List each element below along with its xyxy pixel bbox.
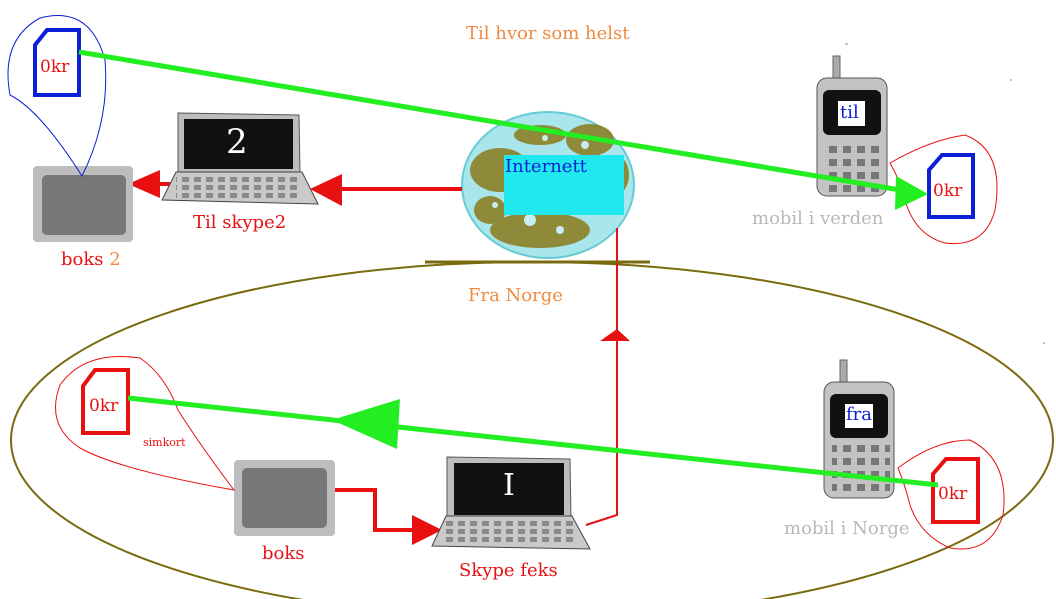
laptop-top-label: Til skype2 <box>193 212 287 233</box>
laptop-bottom <box>431 456 591 550</box>
box-bottom <box>234 460 335 536</box>
box-top-label-text: boks <box>61 249 104 270</box>
sim-bottom-left-label: 0kr <box>89 396 119 416</box>
mobile-norway-label: mobil i Norge <box>784 518 910 539</box>
stray-marks <box>425 43 1045 344</box>
phone-bottom-screen: fra <box>846 404 872 425</box>
sim-callout-top-left <box>7 15 107 178</box>
box-top-label-num: 2 <box>109 249 121 270</box>
norway-ellipse <box>10 261 1054 599</box>
simkort-label: simkort <box>143 436 186 449</box>
sim-top-left-label: 0kr <box>40 57 70 77</box>
box-top <box>33 166 133 242</box>
laptop-bottom-label: Skype feks <box>459 560 558 581</box>
sim-top-right-label: 0kr <box>933 181 963 201</box>
laptop-bottom-screen: I <box>503 468 515 503</box>
red-connections <box>128 170 630 545</box>
box-top-label: boks 2 <box>61 250 121 270</box>
fra-norge-label: Fra Norge <box>468 285 563 306</box>
box-bottom-label: boks <box>262 543 305 564</box>
phone-bottom <box>823 359 895 499</box>
sim-card-top-left <box>33 28 81 97</box>
laptop-top <box>161 112 319 205</box>
phone-top <box>816 55 888 197</box>
mobile-world-label: mobil i verden <box>752 208 884 229</box>
internet-label: Internett <box>505 156 587 177</box>
sim-card-bottom-right <box>931 457 980 524</box>
sim-bottom-right-label: 0kr <box>938 484 968 504</box>
sim-callout-bottom-left <box>55 356 236 491</box>
sim-card-bottom-left <box>81 368 130 435</box>
laptop-top-screen: 2 <box>226 122 248 162</box>
sim-card-top-right <box>927 153 975 219</box>
phone-top-screen: til <box>840 102 859 123</box>
internet-globe <box>461 111 635 259</box>
top-caption: Til hvor som helst <box>466 23 630 44</box>
sim-callout-bottom-right <box>897 439 1005 550</box>
green-call-lines <box>78 49 939 488</box>
